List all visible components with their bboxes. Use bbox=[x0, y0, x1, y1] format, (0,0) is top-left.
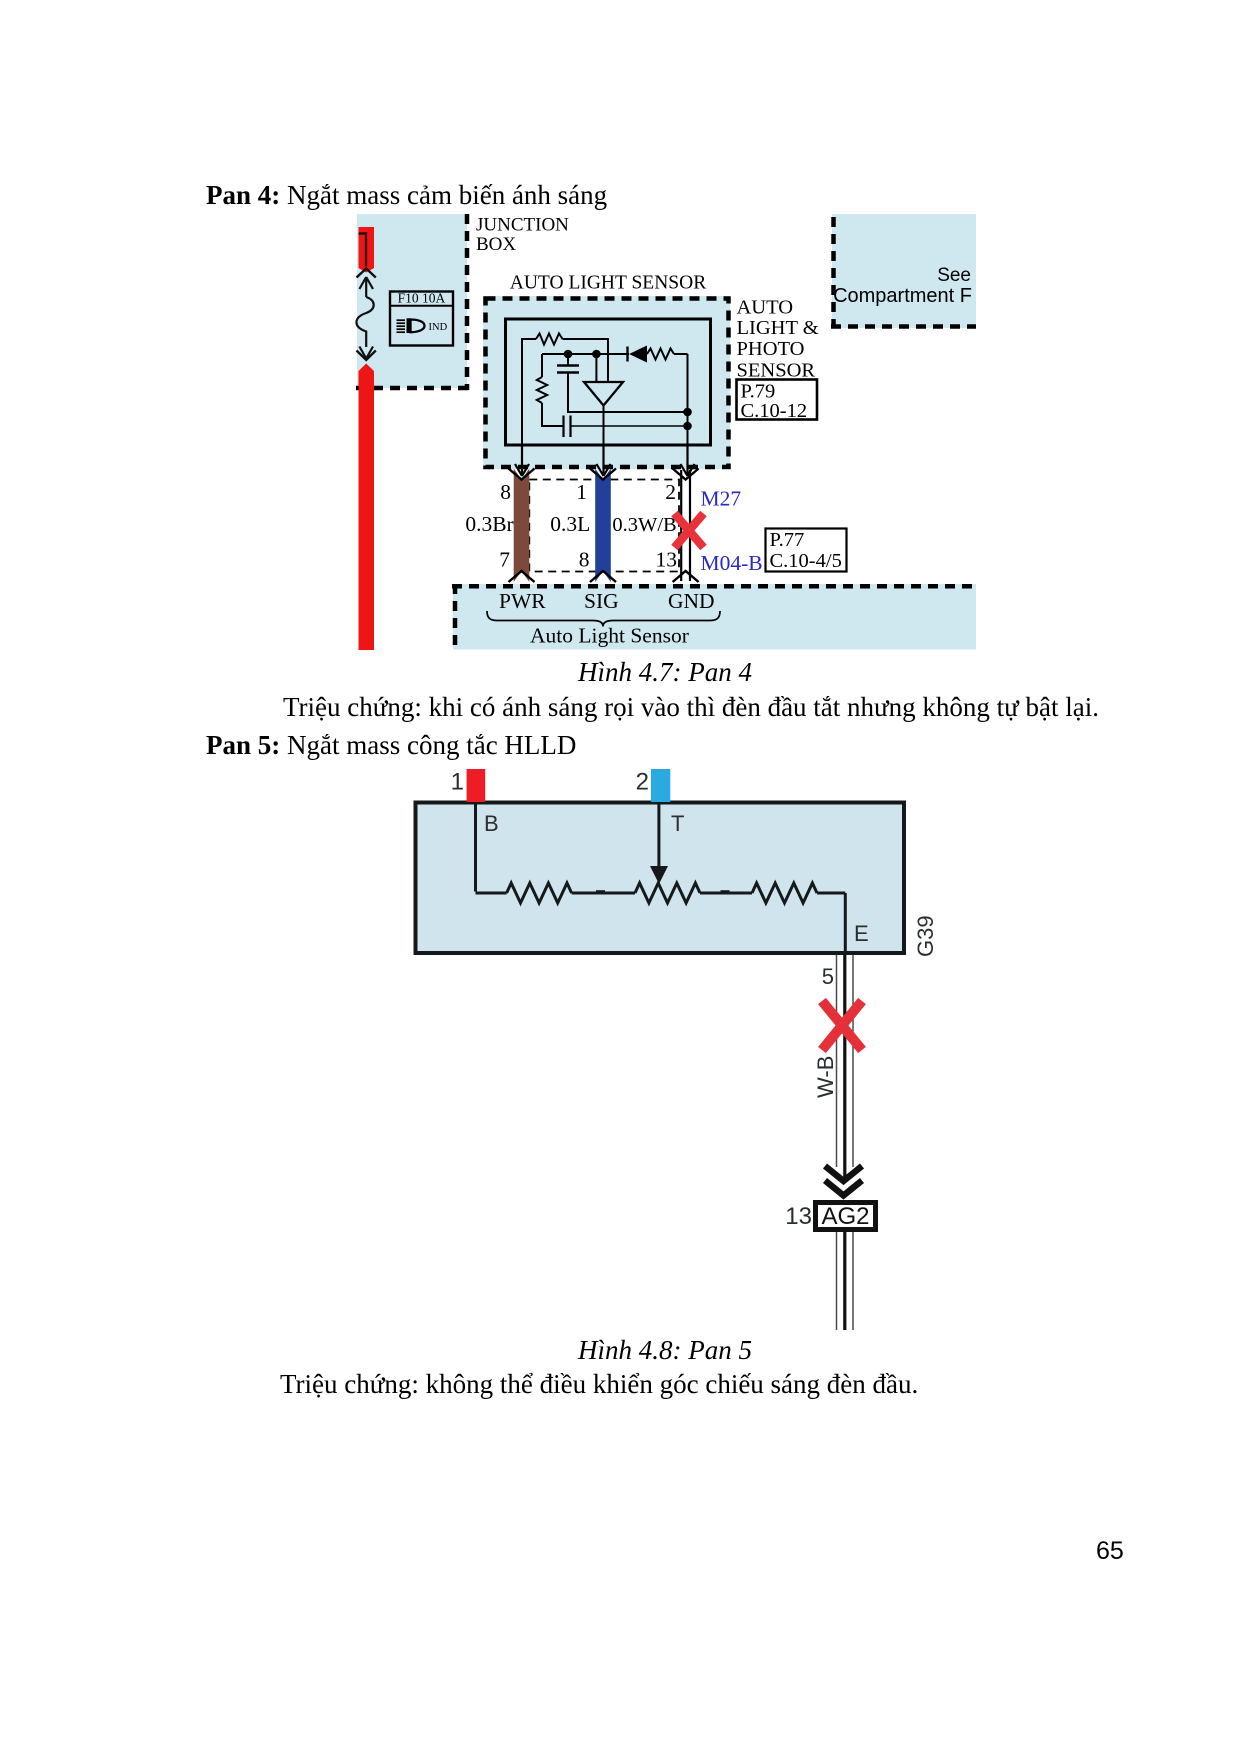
svg-text:IND: IND bbox=[429, 322, 448, 333]
svg-text:GND: GND bbox=[668, 589, 715, 613]
svg-text:P.77: P.77 bbox=[770, 529, 805, 551]
svg-text:AG2: AG2 bbox=[821, 1203, 869, 1230]
svg-text:F10 10A: F10 10A bbox=[398, 291, 446, 306]
svg-text:SENSOR: SENSOR bbox=[737, 360, 816, 382]
svg-text:Auto Light Sensor: Auto Light Sensor bbox=[530, 624, 689, 648]
svg-text:5: 5 bbox=[822, 964, 834, 989]
svg-text:1: 1 bbox=[576, 480, 587, 504]
svg-text:8: 8 bbox=[500, 480, 511, 504]
svg-text:1: 1 bbox=[451, 769, 464, 796]
svg-text:C.10-12: C.10-12 bbox=[741, 400, 808, 422]
svg-text:See: See bbox=[937, 265, 971, 286]
svg-text:0.3Br: 0.3Br bbox=[465, 512, 513, 536]
svg-text:Compartment F: Compartment F bbox=[833, 285, 972, 307]
svg-text:M04-B: M04-B bbox=[701, 551, 763, 575]
svg-text:BOX: BOX bbox=[476, 234, 516, 255]
svg-text:PHOTO: PHOTO bbox=[737, 338, 805, 360]
svg-text:13: 13 bbox=[785, 1203, 812, 1230]
svg-text:2: 2 bbox=[665, 480, 676, 504]
svg-text:C.10-4/5: C.10-4/5 bbox=[770, 550, 842, 572]
svg-text:AUTO: AUTO bbox=[737, 296, 794, 318]
svg-text:E: E bbox=[854, 921, 869, 946]
svg-text:AUTO LIGHT SENSOR: AUTO LIGHT SENSOR bbox=[510, 273, 706, 294]
svg-text:2: 2 bbox=[636, 769, 649, 796]
svg-text:7: 7 bbox=[499, 548, 510, 572]
svg-text:M27: M27 bbox=[701, 487, 742, 511]
svg-text:LIGHT &: LIGHT & bbox=[737, 317, 819, 339]
svg-text:13: 13 bbox=[656, 548, 678, 572]
svg-text:JUNCTION: JUNCTION bbox=[476, 215, 569, 236]
svg-text:B: B bbox=[484, 811, 499, 836]
svg-text:SIG: SIG bbox=[584, 589, 619, 613]
svg-text:P.79: P.79 bbox=[741, 381, 776, 403]
svg-text:0.3L: 0.3L bbox=[550, 512, 590, 536]
svg-text:PWR: PWR bbox=[499, 589, 546, 613]
svg-text:W-B: W-B bbox=[813, 1056, 838, 1098]
svg-text:0.3W/B: 0.3W/B bbox=[612, 514, 676, 536]
svg-text:T: T bbox=[671, 811, 684, 836]
svg-text:G39: G39 bbox=[913, 915, 938, 957]
svg-text:8: 8 bbox=[579, 548, 590, 572]
